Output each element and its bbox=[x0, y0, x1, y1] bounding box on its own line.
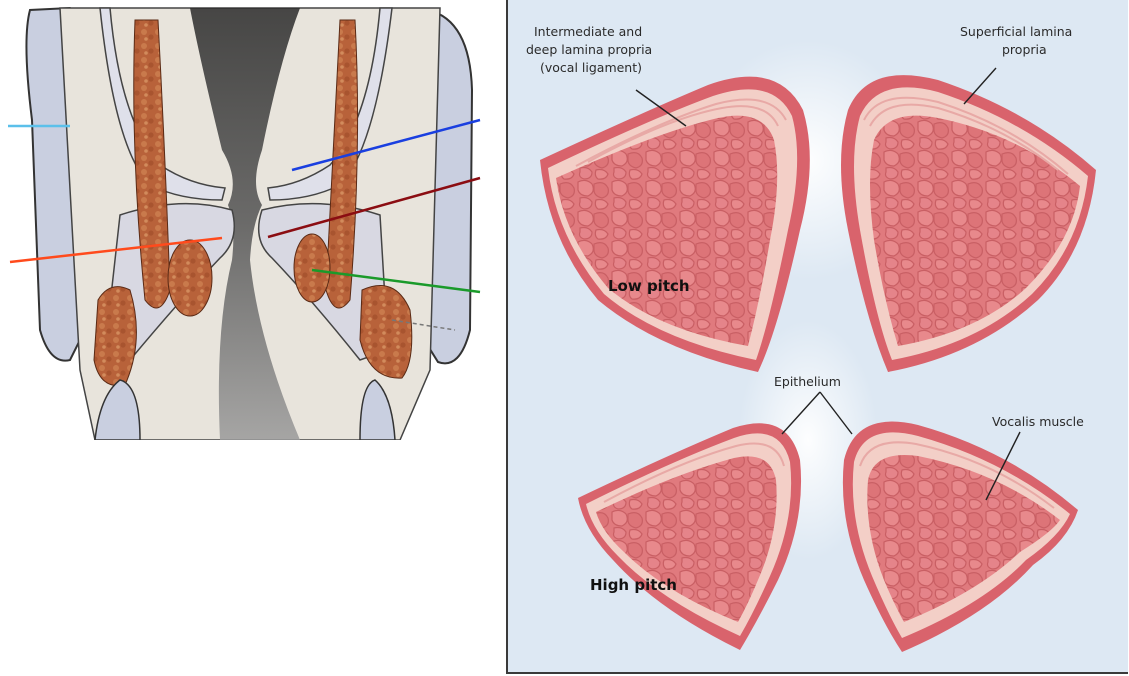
label-high-pitch: High pitch bbox=[590, 576, 677, 594]
vocal-fold-svg: Intermediate and deep lamina propria (vo… bbox=[508, 0, 1128, 672]
label-intermediate-2: deep lamina propria bbox=[526, 42, 652, 57]
larynx-section-illustration bbox=[0, 0, 490, 440]
right-thyroarytenoid bbox=[294, 234, 330, 302]
label-low-pitch: Low pitch bbox=[608, 277, 690, 295]
label-intermediate-1: Intermediate and bbox=[534, 24, 642, 39]
label-superficial-1: Superficial lamina bbox=[960, 24, 1072, 39]
label-intermediate-3: (vocal ligament) bbox=[540, 60, 642, 75]
label-epithelium: Epithelium bbox=[774, 374, 841, 389]
label-vocalis: Vocalis muscle bbox=[992, 414, 1084, 429]
label-superficial-2: propria bbox=[1002, 42, 1047, 57]
left-muscle-lower bbox=[94, 287, 136, 386]
larynx-section-svg bbox=[0, 0, 490, 440]
vocal-fold-pitch-diagram: Intermediate and deep lamina propria (vo… bbox=[506, 0, 1128, 674]
left-thyroarytenoid bbox=[168, 240, 212, 316]
